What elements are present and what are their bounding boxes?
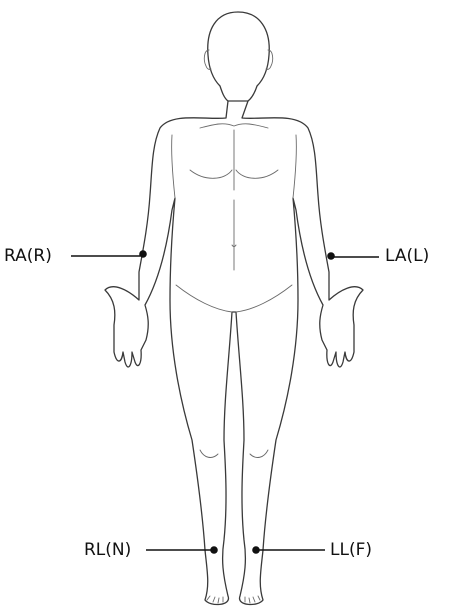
hip-left (236, 285, 292, 312)
head-outline (208, 12, 269, 101)
body-outline (105, 12, 363, 605)
electrode-la-marker (327, 252, 379, 260)
electrode-rl-marker (146, 546, 218, 554)
label-left-arm: LA(L) (385, 248, 429, 265)
ll-electrode-dot (252, 546, 260, 554)
right-toes (207, 596, 223, 603)
left-knee (250, 450, 268, 457)
label-left-leg: LL(F) (330, 542, 372, 559)
hip-right (176, 285, 232, 312)
label-right-leg: RL(N) (84, 542, 131, 559)
right-inner-arm (172, 135, 175, 198)
collarbone (200, 124, 268, 128)
ra-electrode-dot (139, 250, 147, 258)
left-inner-arm (293, 135, 296, 198)
left-toes (245, 596, 260, 603)
la-electrode-dot (327, 252, 335, 260)
right-knee (200, 450, 218, 457)
rl-electrode-dot (210, 546, 218, 554)
chest-left (236, 170, 278, 178)
chest-right (190, 170, 232, 178)
label-right-arm: RA(R) (4, 248, 52, 265)
electrode-ra-marker (71, 250, 147, 258)
